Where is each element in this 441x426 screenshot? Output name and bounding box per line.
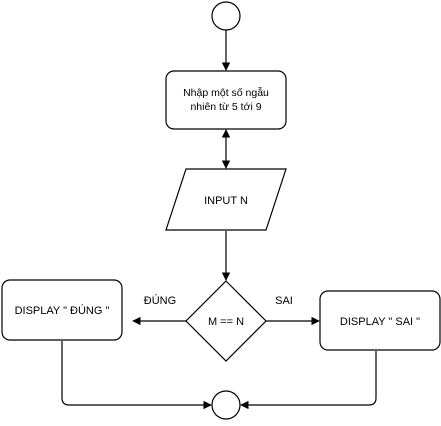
branch-label-true: ĐÚNG xyxy=(144,294,176,307)
display-true-box xyxy=(1,279,123,341)
display-false-text: DISPLAY " SAI " xyxy=(340,316,420,328)
connector-false-to-end xyxy=(240,351,377,410)
display-false-box xyxy=(319,290,441,351)
branch-label-false: SAI xyxy=(275,295,293,307)
process-text-line1: Nhập một số ngẫu xyxy=(183,86,269,99)
decision-text: M == N xyxy=(208,316,244,328)
input-node xyxy=(165,168,287,231)
display-true-text: DISPLAY " ĐÚNG " xyxy=(15,304,110,317)
decision-node xyxy=(185,280,267,362)
end-node xyxy=(211,390,241,420)
connector-true-to-end xyxy=(61,341,212,410)
process-text-line2: nhiên từ 5 tới 9 xyxy=(190,101,261,113)
start-node xyxy=(211,1,241,31)
input-text: INPUT N xyxy=(204,195,248,207)
process-box xyxy=(165,70,287,130)
